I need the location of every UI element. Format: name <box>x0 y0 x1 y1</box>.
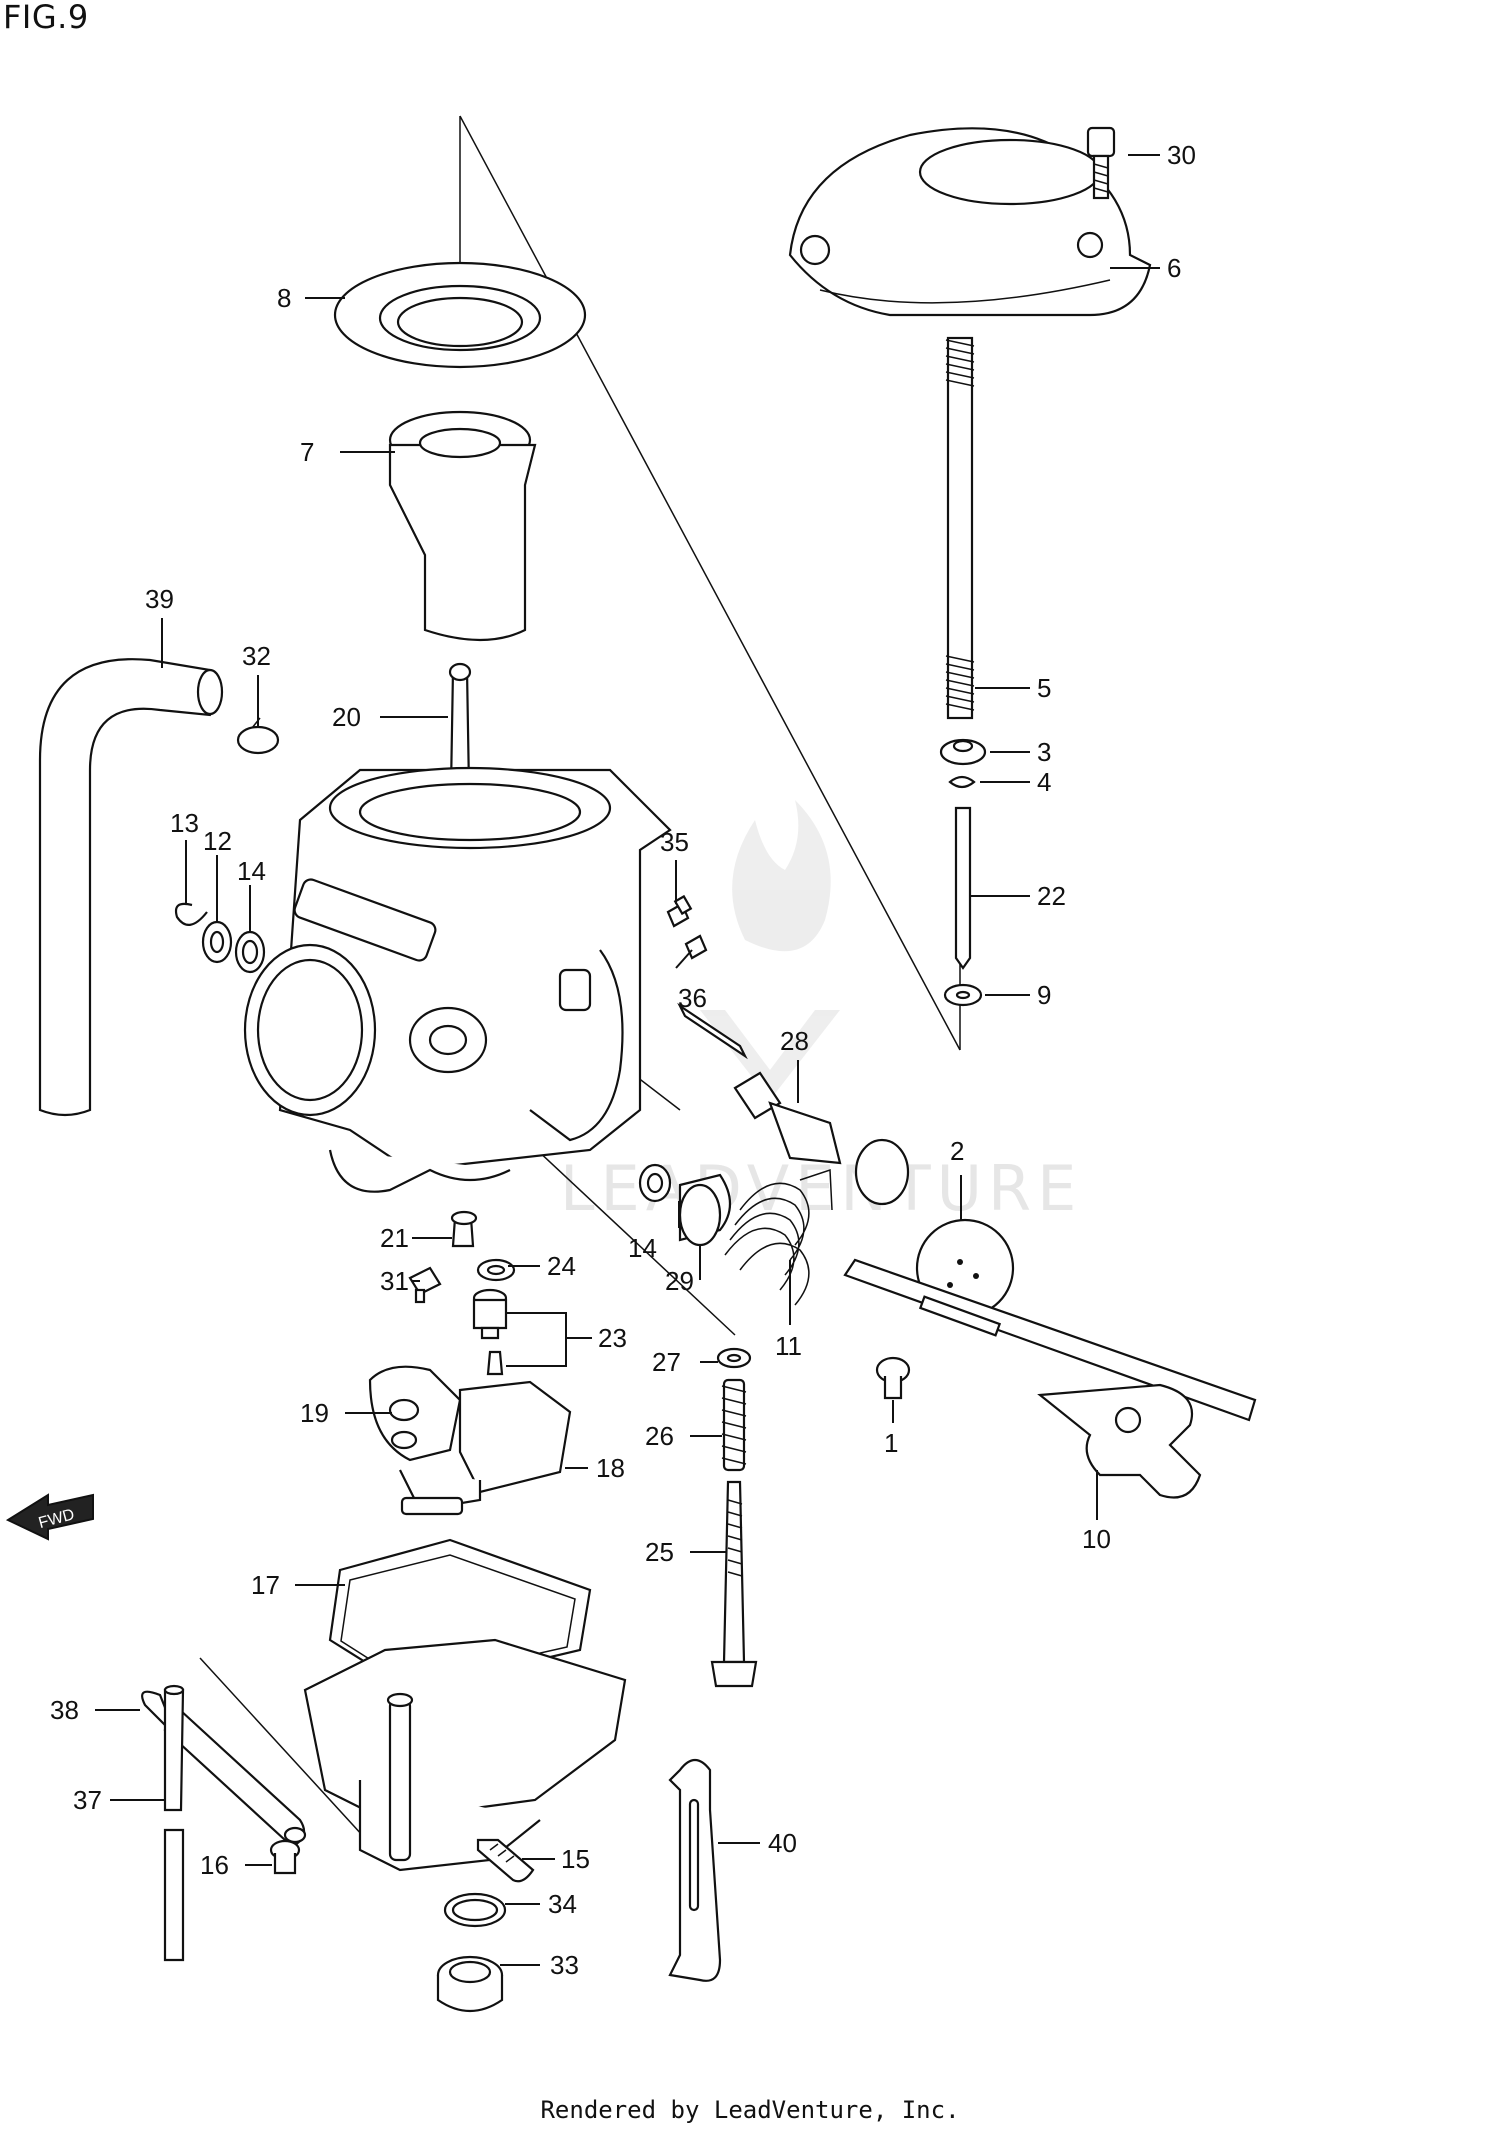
guide-line-needle <box>459 115 961 1051</box>
float-bowl-part <box>303 1638 627 1872</box>
callout-16: 16 <box>200 1850 229 1880</box>
callout-8: 8 <box>277 283 291 313</box>
cap-screw-part <box>1086 126 1116 200</box>
bracket-40-part <box>668 1758 722 1982</box>
callout-labels: 1 2 3 4 5 6 7 8 9 10 11 12 13 14 14 15 1… <box>50 140 1196 1980</box>
callout-3: 3 <box>1037 737 1051 767</box>
callout-18: 18 <box>596 1453 625 1483</box>
render-footer: Rendered by LeadVenture, Inc. <box>540 2096 960 2124</box>
washer-12-part <box>201 920 233 964</box>
o-ring-24-part <box>476 1258 516 1282</box>
clip-13-part <box>174 902 208 926</box>
jet-needle-part <box>954 806 972 970</box>
callout-30: 30 <box>1167 140 1196 170</box>
callout-22: 22 <box>1037 881 1066 911</box>
callout-14a: 14 <box>237 856 266 886</box>
leader-lines <box>95 154 1160 1966</box>
callout-28: 28 <box>780 1026 809 1056</box>
callout-37: 37 <box>73 1785 102 1815</box>
washer-27-part <box>716 1347 752 1369</box>
callout-1: 1 <box>884 1428 898 1458</box>
diaphragm-part <box>333 261 587 369</box>
screw-16-part <box>269 1839 301 1875</box>
e-clip-part <box>948 775 976 789</box>
callout-14b: 14 <box>628 1233 657 1263</box>
top-cap-part <box>788 127 1152 317</box>
needle-spring-part <box>945 336 975 720</box>
callout-17: 17 <box>251 1570 280 1600</box>
callout-33: 33 <box>550 1950 579 1980</box>
callout-23: 23 <box>598 1323 627 1353</box>
callout-26: 26 <box>645 1421 674 1451</box>
callout-27: 27 <box>652 1347 681 1377</box>
pilot-screw-25-part <box>710 1480 758 1688</box>
screw-21-part <box>450 1210 478 1248</box>
plate-19-part <box>368 1365 462 1462</box>
callout-34: 34 <box>548 1889 577 1919</box>
starter-plunger-part <box>677 1002 910 1206</box>
callout-4: 4 <box>1037 767 1051 797</box>
callout-2: 2 <box>950 1136 964 1166</box>
collar-29-part <box>678 1173 732 1247</box>
callout-6: 6 <box>1167 253 1181 283</box>
vent-hose-part <box>38 658 224 1117</box>
o-ring-14-part <box>234 930 266 974</box>
callout-31: 31 <box>380 1266 409 1296</box>
callout-20: 20 <box>332 702 361 732</box>
piston-slide-part <box>388 410 537 642</box>
spring-26-part <box>721 1378 747 1472</box>
callout-9: 9 <box>1037 980 1051 1010</box>
callout-29: 29 <box>665 1266 694 1296</box>
callout-15: 15 <box>561 1844 590 1874</box>
callout-12: 12 <box>203 826 232 856</box>
drain-hose-37-part <box>163 1684 185 1962</box>
callout-25: 25 <box>645 1537 674 1567</box>
needle-washer-part <box>943 983 983 1007</box>
callout-36: 36 <box>678 983 707 1013</box>
callout-32: 32 <box>242 641 271 671</box>
screw-31-part <box>408 1266 442 1304</box>
callout-11: 11 <box>775 1331 802 1361</box>
o-ring-14b-part <box>638 1163 672 1203</box>
callout-10: 10 <box>1082 1524 1111 1554</box>
watermark-text: LEADVENTURE <box>560 1152 1082 1225</box>
screw-35-part <box>666 894 693 928</box>
throttle-stop-rod-part <box>448 662 472 790</box>
callout-35: 35 <box>660 827 689 857</box>
callout-5: 5 <box>1037 673 1051 703</box>
o-ring-34-part <box>443 1892 507 1928</box>
throttle-shaft-10-part <box>843 1258 1257 1499</box>
callout-7: 7 <box>300 437 314 467</box>
return-spring-11-part <box>724 1168 833 1306</box>
callout-38: 38 <box>50 1695 79 1725</box>
callout-24: 24 <box>547 1251 576 1281</box>
float-18-part <box>399 1380 572 1516</box>
callout-21: 21 <box>380 1223 409 1253</box>
jet-holder-23-part <box>472 1288 508 1376</box>
drain-plug-33-part <box>436 1955 504 2012</box>
figure-title: FIG.9 <box>3 0 89 36</box>
forward-arrow-icon: FWD <box>5 1493 94 1541</box>
callout-19: 19 <box>300 1398 329 1428</box>
needle-retainer-part <box>939 738 987 766</box>
callout-39: 39 <box>145 584 174 614</box>
callout-13: 13 <box>170 808 199 838</box>
screw-15-part <box>476 1838 535 1883</box>
callout-40: 40 <box>768 1828 797 1858</box>
screw-1-part <box>875 1356 911 1400</box>
guide-line-drain <box>199 1657 386 1861</box>
carburetor-body-part <box>243 766 672 1193</box>
